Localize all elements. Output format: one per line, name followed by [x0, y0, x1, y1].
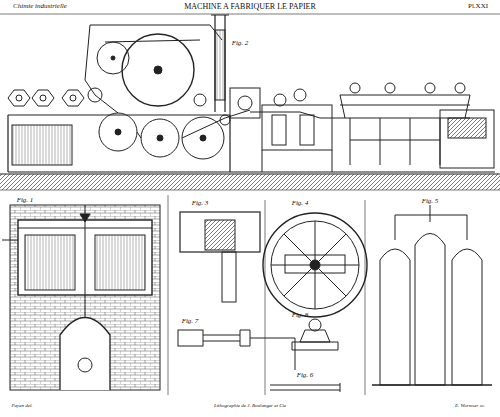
figure-label: Fig. 4: [292, 200, 309, 207]
series-title: Chimie industrielle: [13, 3, 67, 10]
rod: [270, 383, 340, 392]
pump-box: [180, 212, 260, 302]
figure-label: Fig. 3: [192, 200, 209, 207]
figure-label: Fig. 5: [422, 198, 439, 205]
bearing: [292, 319, 338, 350]
figure-label: Fig. 1: [17, 197, 34, 204]
figure-label: Fig. 2: [232, 40, 249, 47]
paper-machine: [8, 15, 495, 172]
cylinders: [372, 205, 492, 385]
figure-label: Fig. 6: [297, 372, 314, 379]
engraver-credit: Payen del.: [11, 403, 32, 408]
engraver-credit: E. Wormser sc.: [455, 403, 485, 408]
figure-label: Fig. 7: [182, 318, 199, 325]
plate-number: Pl.XXI: [468, 3, 488, 10]
wheel: [263, 213, 367, 317]
plate-title: MACHINE A FABRIQUER LE PAPIER: [184, 3, 316, 11]
printer-credit: Lithographie de J. Boulanger et Cie: [214, 403, 286, 408]
valve: [178, 330, 295, 370]
figure-label: Fig. 8: [292, 312, 309, 319]
vat: [2, 205, 160, 390]
